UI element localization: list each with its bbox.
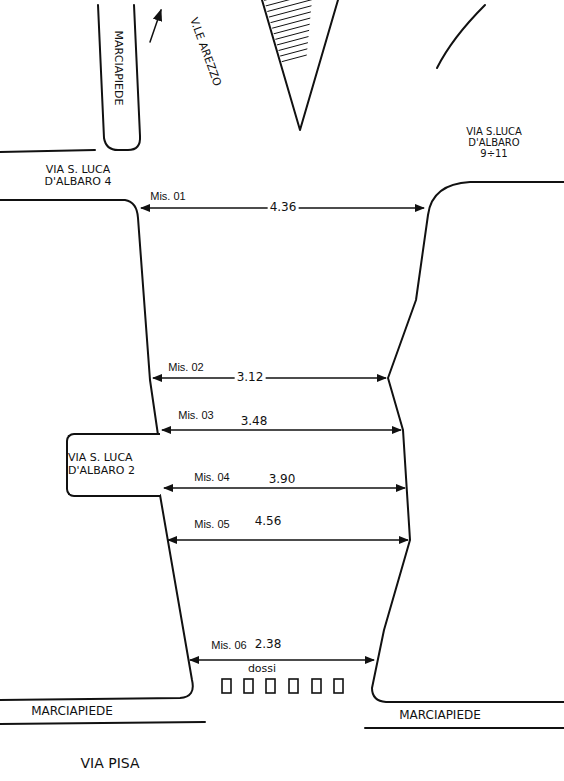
measure-id: Mis. 06: [209, 639, 248, 651]
road-edge: [437, 5, 485, 68]
road-edge: [0, 150, 95, 152]
sidewalk-edge: [365, 727, 564, 729]
measure-id: Mis. 02: [166, 361, 205, 373]
sidewalk-label: MARCIAPIEDE: [29, 705, 115, 718]
speed-bump: [266, 679, 275, 693]
measure-id: Mis. 04: [192, 471, 231, 483]
speed-bump: [244, 679, 253, 693]
street-name: MARCIAPIEDE: [112, 29, 124, 108]
dimension-value: 3.12: [235, 371, 266, 384]
street-name: VIA S. LUCA D'ALBARO 4: [26, 164, 130, 188]
hatch-stroke: [258, 52, 318, 68]
address-label: VIA S. LUCA D'ALBARO 2: [68, 452, 160, 477]
dimension-line: [168, 539, 408, 540]
speed-bump: [334, 679, 343, 693]
street-name: VIA S.LUCA D'ALBARO 9÷11: [455, 126, 533, 159]
measure-id: Mis. 05: [192, 518, 231, 530]
island-outline: [262, 0, 338, 130]
sidewalk-label: MARCIAPIEDE: [397, 709, 483, 722]
measure-id: Mis. 01: [148, 190, 187, 202]
dimension-line: [153, 377, 386, 378]
sidewalk-outline: [98, 5, 140, 150]
building-block: VIA S. LUCA D'ALBARO 2: [66, 433, 160, 497]
dimension-value: 2.38: [253, 638, 284, 651]
street-name: VIA PISA: [78, 756, 141, 771]
road-edge: [0, 200, 158, 435]
dimension-line: [164, 487, 405, 488]
road-edge: [0, 495, 193, 700]
speed-bump: [289, 679, 298, 693]
dimension-value: 4.36: [268, 201, 299, 214]
dimension-line: [190, 659, 374, 660]
speed-bump: [312, 679, 321, 693]
dimension-line: [162, 429, 401, 430]
sidewalk-edge: [0, 722, 205, 724]
dimension-value: 3.48: [239, 415, 270, 428]
dimension-value: 3.90: [267, 473, 298, 486]
speed-bump: [222, 679, 231, 693]
road-edge: [372, 182, 564, 702]
street-name: V.LE AREZZO: [186, 14, 223, 90]
direction-arrow: [150, 10, 161, 42]
dimension-value: 4.56: [253, 515, 284, 528]
note: dossi: [246, 663, 278, 675]
measure-id: Mis. 03: [176, 409, 215, 421]
